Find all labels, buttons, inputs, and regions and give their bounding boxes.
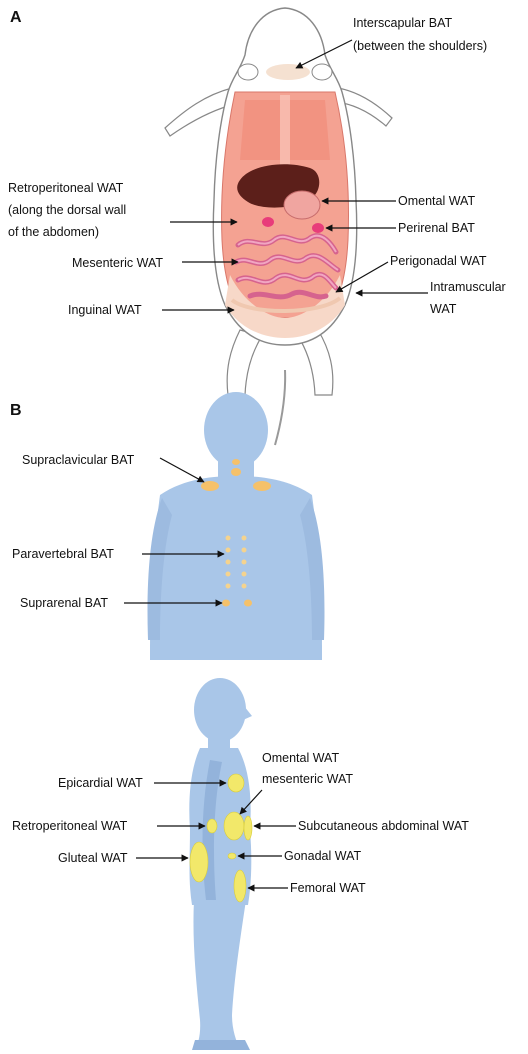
- side-view-legs: [193, 900, 246, 1050]
- arrow-supraclavicular-bat: [160, 458, 204, 482]
- label-omental-wat: Omental WAT: [398, 194, 475, 208]
- mouse-left-ear: [238, 64, 258, 80]
- panel-b: B: [10, 392, 469, 1050]
- label-intramuscular-wat-line2: WAT: [430, 302, 457, 316]
- label-mesenteric-wat-side: mesenteric WAT: [262, 772, 353, 786]
- label-suprarenal-bat: Suprarenal BAT: [20, 596, 108, 610]
- label-interscapular-bat-line2: (between the shoulders): [353, 39, 487, 53]
- retroperitoneal-wat-depot: [207, 819, 217, 833]
- label-retroperitoneal-wat-line3: of the abdomen): [8, 225, 99, 239]
- label-paravertebral-bat: Paravertebral BAT: [12, 547, 114, 561]
- panel-b-letter: B: [10, 402, 22, 419]
- mouse-illustration: [165, 8, 392, 445]
- label-gonadal-wat: Gonadal WAT: [284, 849, 361, 863]
- back-view-torso: [150, 476, 322, 660]
- omental-mesenteric-wat-depot: [224, 812, 244, 840]
- side-view-foot: [192, 1040, 250, 1050]
- stomach: [284, 191, 320, 219]
- label-supraclavicular-bat: Supraclavicular BAT: [22, 453, 135, 467]
- label-perirenal-bat: Perirenal BAT: [398, 221, 475, 235]
- label-inguinal-wat: Inguinal WAT: [68, 303, 142, 317]
- label-subcutaneous-abdominal-wat: Subcutaneous abdominal WAT: [298, 819, 469, 833]
- human-back-view: [148, 392, 325, 660]
- label-intramuscular-wat-line1: Intramuscular: [430, 280, 506, 294]
- label-perigonadal-wat: Perigonadal WAT: [390, 254, 487, 268]
- mouse-tail: [275, 370, 285, 445]
- interscapular-bat-depot: [266, 64, 310, 80]
- panel-a: A: [8, 8, 506, 445]
- kidney-right: [312, 223, 324, 233]
- panel-a-letter: A: [10, 9, 22, 26]
- mouse-left-hindlimb: [227, 330, 262, 395]
- label-retroperitoneal-wat-line2: (along the dorsal wall: [8, 203, 126, 217]
- side-view-nose: [243, 706, 252, 720]
- label-retroperitoneal-wat-line1: Retroperitoneal WAT: [8, 181, 124, 195]
- back-view-head: [204, 392, 268, 468]
- subcutaneous-abdominal-wat-depot: [244, 816, 252, 840]
- sternum: [280, 95, 290, 175]
- kidney-left: [262, 217, 274, 227]
- mouse-right-ear: [312, 64, 332, 80]
- label-mesenteric-wat: Mesenteric WAT: [72, 256, 163, 270]
- gonadal-wat-depot: [228, 853, 236, 859]
- label-interscapular-bat-line1: Interscapular BAT: [353, 16, 452, 30]
- gluteal-wat-depot: [190, 842, 208, 882]
- label-femoral-wat: Femoral WAT: [290, 881, 366, 895]
- label-epicardial-wat: Epicardial WAT: [58, 776, 143, 790]
- femoral-wat-depot: [234, 870, 246, 902]
- label-retroperitoneal-wat-side: Retroperitoneal WAT: [12, 819, 128, 833]
- label-gluteal-wat: Gluteal WAT: [58, 851, 128, 865]
- label-omental-wat-side: Omental WAT: [262, 751, 339, 765]
- epicardial-wat-depot: [228, 774, 244, 792]
